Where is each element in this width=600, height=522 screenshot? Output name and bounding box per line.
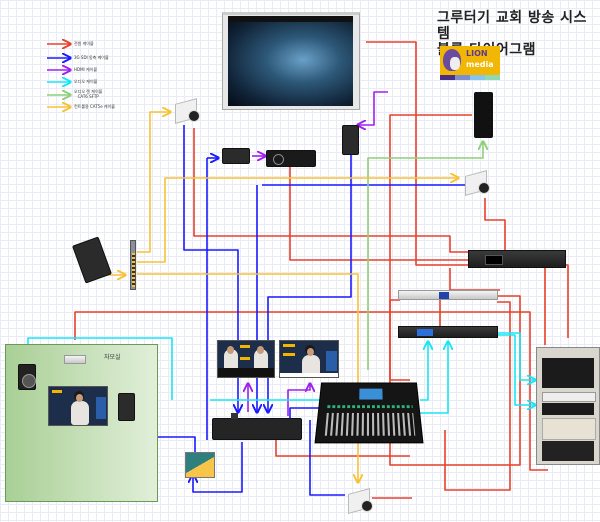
equipment-rack [536, 347, 600, 465]
legend-label-control: 컨트롤용 CAT5e 케이블 [74, 104, 115, 109]
speaker-processor [398, 326, 498, 338]
video-switcher [212, 413, 302, 440]
room-monitor [48, 386, 108, 426]
power-wire [548, 264, 569, 338]
control-wire [137, 178, 458, 263]
legend-label-audio: 오디오 케이블 [74, 79, 98, 84]
room-converter [118, 393, 135, 421]
video-recorder [266, 150, 316, 167]
power-wire [389, 114, 521, 466]
digital-mixer [314, 382, 424, 444]
ptz-camera-1 [172, 98, 202, 124]
sdi-hdmi-converter [222, 148, 250, 164]
power-wire [484, 198, 506, 250]
logo-text-line2: media [466, 60, 494, 69]
legend-label-power: 전원 케이블 [74, 41, 94, 46]
legend-arrows [47, 44, 70, 107]
multiview-monitor [217, 340, 275, 378]
projection-image [228, 22, 353, 106]
sdi-wire [309, 420, 345, 496]
power-wire [449, 268, 500, 291]
sdi-distributor [185, 452, 215, 478]
hdmi-wire [287, 384, 310, 416]
camera-lens-icon [361, 500, 373, 512]
legend-label-hdmi: HDMI 케이블 [74, 67, 98, 72]
control-wire [137, 273, 358, 482]
power-wire [520, 264, 546, 345]
audio-interface [398, 290, 498, 300]
lion-media-logo: LION media [440, 46, 500, 80]
screen-top-bar [228, 16, 353, 23]
sdi-wire [289, 407, 320, 420]
power-wire [74, 311, 548, 471]
power-wire [275, 440, 410, 457]
power-wire [389, 299, 410, 381]
mothers-room-label: 자모실 [104, 354, 121, 361]
audio-lan-wire [367, 142, 483, 370]
camera-lens-icon [188, 110, 200, 122]
audio-wire [497, 334, 535, 405]
power-sequencer [468, 250, 566, 268]
room-power-strip [64, 355, 86, 364]
network-switch [130, 240, 136, 290]
audio-wire [420, 342, 448, 414]
logo-text-line1: LION [466, 49, 488, 58]
audio-wire [497, 332, 535, 380]
ptz-camera-3 [345, 488, 375, 514]
camera-lens-icon [478, 182, 490, 194]
legend-label-audio-lan: 오디오 랜 케이블 CAT6 SFTP [74, 89, 103, 99]
legend-label-sdi: 3G SDI 동축 케이블 [74, 55, 109, 60]
room-speaker [18, 364, 36, 390]
power-wire [366, 41, 468, 266]
control-wire [137, 112, 170, 253]
sdi-wire [193, 442, 243, 493]
ptz-camera-2 [462, 170, 492, 196]
sdi-wire [183, 125, 238, 412]
power-wire [289, 165, 470, 261]
power-wire [444, 301, 511, 491]
stage-box [474, 92, 493, 138]
lion-icon [443, 49, 461, 71]
program-monitor [279, 340, 339, 378]
audio-wire [420, 342, 428, 401]
power-wire [193, 128, 470, 253]
hdmi-converter [342, 125, 359, 155]
hdmi-wire [358, 91, 388, 125]
